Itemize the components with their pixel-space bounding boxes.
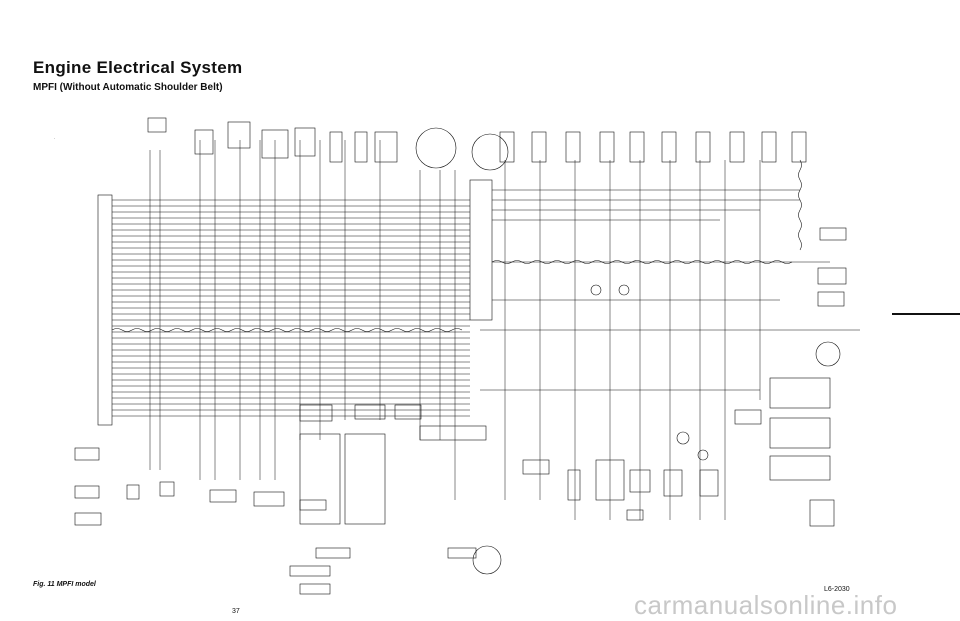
ecu-connector-block bbox=[97, 194, 113, 426]
relay-box bbox=[819, 227, 847, 241]
drawing-code: L6-2030 bbox=[824, 586, 850, 593]
sensor-connectors bbox=[147, 117, 807, 163]
page-number: 37 bbox=[232, 608, 240, 615]
page-subtitle: MPFI (Without Automatic Shoulder Belt) bbox=[33, 82, 223, 93]
harness-lines bbox=[112, 199, 470, 417]
central-junction-block bbox=[469, 179, 493, 321]
svg-text:·: · bbox=[54, 136, 55, 141]
page-edge-rule bbox=[892, 313, 960, 315]
diagnosis-connector bbox=[74, 447, 100, 461]
distributor-connector bbox=[415, 127, 457, 169]
page-title: Engine Electrical System bbox=[33, 58, 243, 77]
fuse-box bbox=[769, 377, 831, 409]
watermark: carmanualsonline.info bbox=[634, 590, 898, 620]
figure-caption: Fig. 11 MPFI model bbox=[33, 581, 96, 588]
